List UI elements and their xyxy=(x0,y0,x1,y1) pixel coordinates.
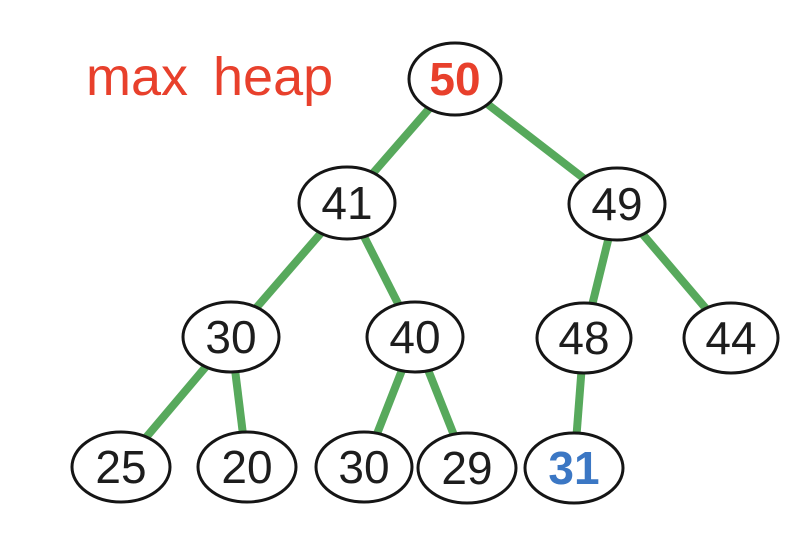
tree-node-31-highlight: 31 xyxy=(523,431,625,505)
node-ellipse-50 xyxy=(407,41,503,117)
node-ellipse-30-l4 xyxy=(314,430,414,504)
node-value-49: 49 xyxy=(591,178,642,230)
node-ellipse-25 xyxy=(70,430,172,504)
tree-node-25: 25 xyxy=(70,430,172,504)
tree-node-40: 40 xyxy=(365,300,465,374)
node-ellipse-40 xyxy=(365,300,465,374)
node-ellipse-41 xyxy=(297,165,397,241)
node-value-20: 20 xyxy=(221,441,272,493)
node-value-41: 41 xyxy=(321,177,372,229)
node-ellipse-30-l3 xyxy=(181,300,281,374)
node-ellipse-29 xyxy=(416,431,518,505)
tree-node-30-l4: 30 xyxy=(314,430,414,504)
node-value-25: 25 xyxy=(95,441,146,493)
diagram-title: max heap xyxy=(86,47,334,107)
node-value-44: 44 xyxy=(705,312,756,364)
tree-node-50-root: 50 xyxy=(407,41,503,117)
node-value-50: 50 xyxy=(429,53,480,105)
node-value-30-l4: 30 xyxy=(338,441,389,493)
tree-node-49: 49 xyxy=(567,166,667,242)
node-value-30-l3: 30 xyxy=(205,311,256,363)
node-value-31: 31 xyxy=(548,442,599,494)
node-ellipse-44 xyxy=(682,301,780,375)
tree-node-30-l3: 30 xyxy=(181,300,281,374)
tree-node-20: 20 xyxy=(196,430,298,504)
node-layer: 50 41 49 30 40 48 xyxy=(70,41,780,505)
node-value-48: 48 xyxy=(558,312,609,364)
tree-node-41: 41 xyxy=(297,165,397,241)
node-ellipse-49 xyxy=(567,166,667,242)
node-ellipse-20 xyxy=(196,430,298,504)
node-value-29: 29 xyxy=(441,442,492,494)
node-value-40: 40 xyxy=(389,311,440,363)
tree-node-44: 44 xyxy=(682,301,780,375)
node-ellipse-48 xyxy=(535,301,633,375)
tree-node-48: 48 xyxy=(535,301,633,375)
tree-node-29: 29 xyxy=(416,431,518,505)
node-ellipse-31 xyxy=(523,431,625,505)
edge-layer xyxy=(117,75,735,470)
